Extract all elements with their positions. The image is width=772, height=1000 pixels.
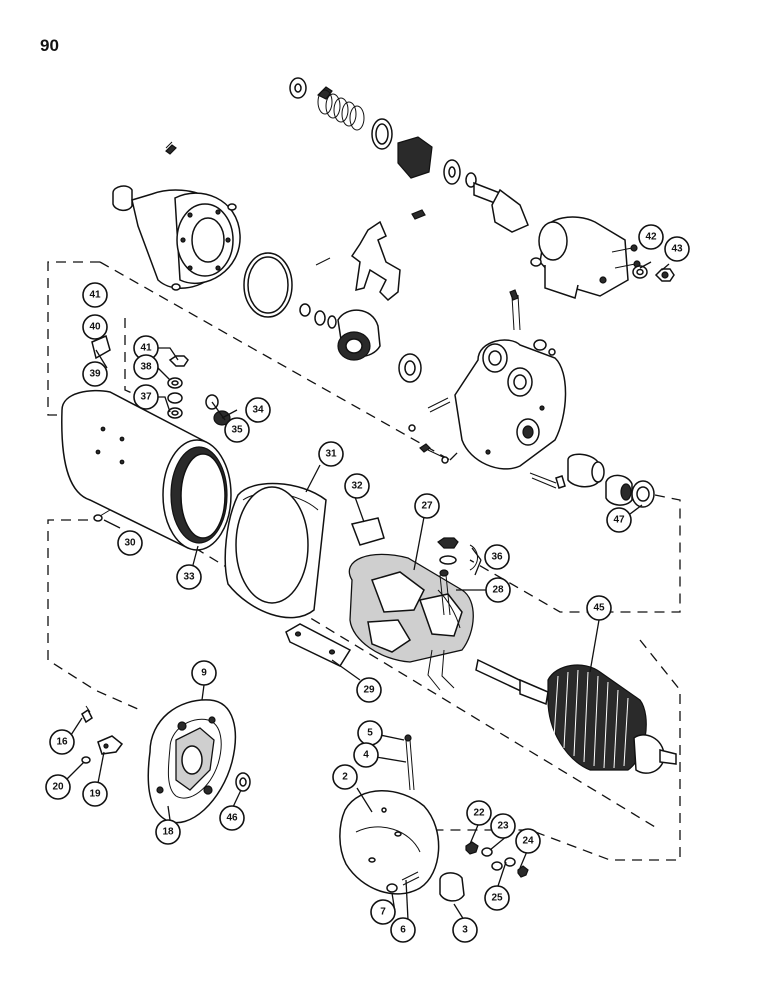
svg-text:39: 39 — [89, 369, 101, 380]
svg-text:23: 23 — [497, 821, 509, 832]
drive-end-housing — [112, 141, 241, 291]
callout-34: 34 — [245, 397, 271, 423]
callout-5: 5 — [357, 720, 383, 746]
callout-42: 42 — [638, 224, 664, 250]
callout-40: 40 — [82, 314, 108, 340]
callout-3: 3 — [452, 917, 478, 943]
callout-24: 24 — [515, 828, 541, 854]
callout-27: 27 — [414, 493, 440, 519]
callout-29: 29 — [356, 677, 382, 703]
svg-text:37: 37 — [140, 392, 152, 403]
callout-36: 36 — [484, 544, 510, 570]
callout-37: 37 — [133, 384, 159, 410]
drive-pinion-clutch — [299, 303, 422, 383]
callout-16: 16 — [49, 729, 75, 755]
callout-25: 25 — [484, 885, 510, 911]
svg-text:30: 30 — [124, 538, 136, 549]
svg-text:40: 40 — [89, 322, 101, 333]
callout-7: 7 — [370, 899, 396, 925]
end-cover-hardware — [386, 734, 529, 902]
page-number: 90 — [40, 36, 59, 55]
svg-text:32: 32 — [351, 481, 363, 492]
svg-text:9: 9 — [201, 668, 207, 679]
callout-22: 22 — [466, 800, 492, 826]
return-spring — [317, 89, 365, 131]
shift-lever — [315, 209, 426, 302]
plunger-spring-stack — [289, 77, 529, 233]
callout-2: 2 — [332, 764, 358, 790]
svg-text:41: 41 — [89, 290, 101, 301]
svg-text:41: 41 — [140, 343, 152, 354]
callout-35: 35 — [224, 417, 250, 443]
svg-text:18: 18 — [162, 827, 174, 838]
svg-text:34: 34 — [252, 405, 264, 416]
center-frame-housing — [408, 289, 567, 470]
svg-text:33: 33 — [183, 572, 195, 583]
callout-4: 4 — [353, 742, 379, 768]
callout-46: 46 — [219, 805, 245, 831]
through-bolt-bushing — [529, 453, 655, 508]
callout-47: 47 — [606, 507, 632, 533]
callout-38: 38 — [133, 354, 159, 380]
callout-45: 45 — [586, 595, 612, 621]
svg-text:35: 35 — [231, 425, 243, 436]
svg-text:46: 46 — [226, 813, 238, 824]
callout-19: 19 — [82, 781, 108, 807]
callout-28: 28 — [485, 577, 511, 603]
insulator-band — [224, 482, 327, 619]
svg-text:16: 16 — [56, 737, 68, 748]
svg-text:42: 42 — [645, 232, 657, 243]
callout-9: 9 — [191, 660, 217, 686]
field-frame — [61, 389, 232, 551]
callout-6: 6 — [390, 917, 416, 943]
callout-23: 23 — [490, 813, 516, 839]
svg-text:27: 27 — [421, 501, 433, 512]
solenoid-nuts — [632, 265, 675, 282]
housing-gasket — [243, 252, 293, 318]
svg-text:36: 36 — [491, 552, 503, 563]
brush-plate — [147, 699, 237, 824]
svg-text:3: 3 — [462, 925, 468, 936]
svg-text:47: 47 — [613, 515, 625, 526]
svg-text:6: 6 — [400, 925, 406, 936]
callout-32: 32 — [344, 473, 370, 499]
svg-text:31: 31 — [325, 449, 337, 460]
svg-text:43: 43 — [671, 244, 683, 255]
callout-31: 31 — [318, 441, 344, 467]
svg-text:7: 7 — [380, 907, 386, 918]
callout-33: 33 — [176, 564, 202, 590]
svg-text:28: 28 — [492, 585, 504, 596]
svg-text:2: 2 — [342, 772, 348, 783]
callout-41a: 41 — [82, 282, 108, 308]
svg-text:22: 22 — [473, 808, 485, 819]
armature — [475, 658, 677, 774]
svg-text:19: 19 — [89, 789, 101, 800]
svg-text:25: 25 — [491, 893, 503, 904]
svg-text:4: 4 — [363, 750, 369, 761]
svg-text:5: 5 — [367, 728, 373, 739]
svg-text:29: 29 — [363, 685, 375, 696]
svg-text:45: 45 — [593, 603, 605, 614]
field-insulator-piece — [350, 517, 385, 546]
pole-shoe — [285, 623, 352, 667]
svg-text:20: 20 — [52, 782, 64, 793]
svg-text:38: 38 — [140, 362, 152, 373]
callout-18: 18 — [155, 819, 181, 845]
callout-20: 20 — [45, 774, 71, 800]
end-cover — [339, 790, 440, 895]
callout-43: 43 — [664, 236, 690, 262]
svg-text:24: 24 — [522, 836, 534, 847]
field-terminal-hardware — [437, 537, 478, 571]
leader-lines — [65, 261, 670, 921]
callout-30: 30 — [117, 530, 143, 556]
field-coils — [348, 553, 474, 691]
callout-39: 39 — [82, 361, 108, 387]
brush-small-parts — [81, 705, 251, 792]
solenoid — [530, 216, 641, 299]
